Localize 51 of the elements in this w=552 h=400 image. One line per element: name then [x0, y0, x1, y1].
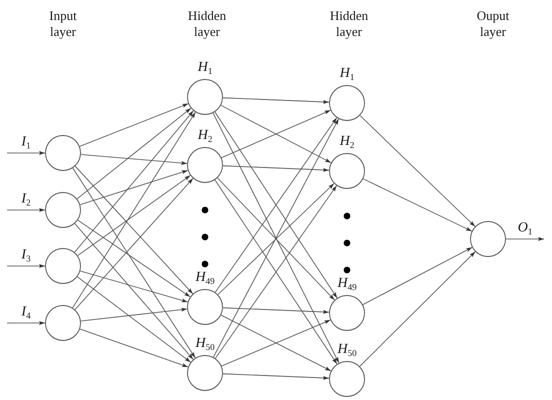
arrow — [6, 321, 46, 325]
arrow — [77, 276, 191, 363]
arrow — [74, 178, 194, 310]
edge-label: I$_{1}$ — [21, 134, 31, 150]
node-label: H$_{1}$ — [196, 60, 214, 75]
node-label: H$_{50}$ — [194, 336, 216, 351]
node-label: H$_{50}$ — [336, 342, 358, 357]
layer-heading: Input layer — [48, 8, 78, 40]
edge-label: I$_{2}$ — [21, 192, 31, 206]
arrow — [72, 168, 196, 358]
arrow — [80, 170, 188, 205]
arrow — [6, 264, 46, 268]
arrow — [72, 112, 196, 308]
arrow — [360, 115, 476, 227]
arrow — [222, 97, 330, 104]
arrow — [362, 247, 472, 305]
arrow — [222, 373, 330, 380]
arrow — [362, 178, 472, 232]
arrow — [222, 307, 330, 314]
arrow — [80, 154, 188, 165]
neuron-circle — [45, 192, 81, 228]
arrow — [79, 103, 189, 147]
arrow — [80, 270, 188, 302]
arrow — [76, 108, 192, 200]
arrow — [74, 223, 194, 360]
node-label: H$_{2}$ — [196, 128, 214, 143]
layer-heading: Hidden layer — [186, 8, 228, 40]
arrow — [506, 237, 544, 241]
node-label: H$_{49}$ — [194, 270, 216, 285]
arrow — [80, 308, 188, 322]
arrow — [6, 208, 46, 212]
neuron-circle — [45, 305, 81, 341]
node-label: H$_{1}$ — [338, 66, 356, 81]
node-label: H$_{49}$ — [336, 276, 358, 291]
arrow — [222, 165, 330, 172]
arrow — [6, 151, 46, 155]
edge-label: I$_{4}$ — [21, 304, 31, 320]
arrow — [74, 110, 194, 253]
arrow — [78, 220, 190, 298]
layer-heading: Hidden layer — [328, 8, 370, 40]
layer-heading: Ouput layer — [476, 8, 510, 40]
edge-label: I$_{3}$ — [21, 248, 31, 262]
node-label: H$_{2}$ — [338, 134, 356, 149]
arrow — [77, 175, 191, 256]
neuron-circle — [45, 248, 81, 284]
neuron-circle — [45, 135, 81, 171]
edge-label: O$_{1}$ — [518, 220, 532, 236]
arrow — [80, 328, 188, 368]
arrow — [74, 166, 194, 294]
arrow — [359, 251, 476, 367]
neuron-circle — [470, 221, 506, 257]
